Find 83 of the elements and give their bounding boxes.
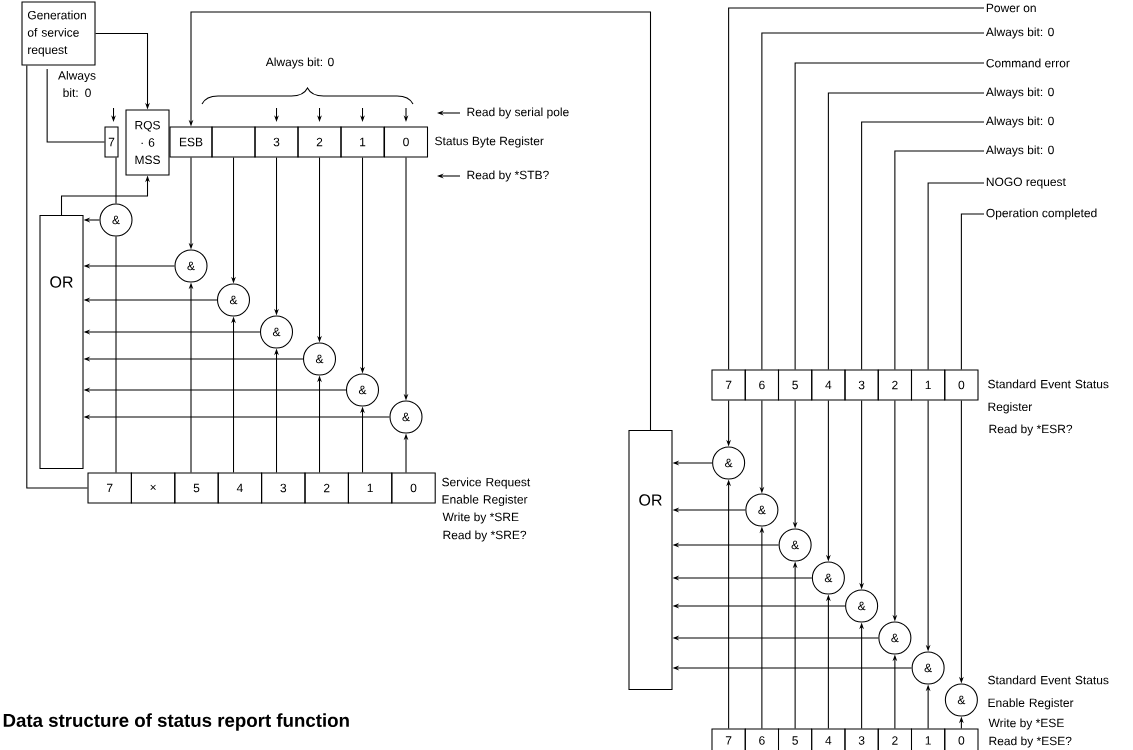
leader-line [46, 68, 105, 143]
register-cell: 1 [910, 728, 946, 750]
or-gate-box: OR [39, 215, 84, 470]
leader-line [761, 32, 985, 370]
and-gate: & [259, 315, 294, 349]
connector-line [115, 157, 117, 204]
register-label: Read by *SRE? [443, 530, 527, 542]
register-cell: 4 [811, 369, 846, 401]
connector-line [115, 236, 117, 473]
and-gate: & [99, 203, 133, 237]
event-label: NOGO request [986, 177, 1066, 189]
figure-caption: Data structure of status report function [3, 713, 349, 731]
register-cell: 6 [744, 369, 780, 401]
event-label: Always bit: 0 [985, 145, 1054, 157]
and-gate: & [216, 283, 251, 317]
register-cell: 1 [347, 472, 393, 504]
register-cell: 0 [391, 472, 436, 504]
connector-line [26, 65, 88, 489]
event-label: Always bit: 0 [985, 27, 1054, 39]
or-gate-box: OR [628, 430, 673, 691]
register-cell: 0 [383, 126, 429, 158]
register-cell: 2 [297, 126, 342, 158]
register-cell: 2 [877, 728, 913, 750]
register-cell: 3 [254, 126, 299, 158]
register-cell: 2 [877, 369, 913, 401]
register-cell: 4 [811, 728, 846, 750]
event-label: Operation completed [986, 208, 1097, 220]
register-cell: 1 [340, 126, 385, 158]
and-gate: & [778, 528, 812, 562]
leader-line [861, 121, 985, 370]
register-label: Read by *ESR? [989, 424, 1073, 436]
register-cell: 3 [844, 728, 879, 750]
register-cell: 5 [777, 369, 813, 401]
and-gate: & [944, 683, 978, 717]
register-cell: 0 [944, 728, 979, 750]
register-label: Standard Event Status Enable Register [988, 675, 1109, 710]
leader-line [894, 150, 985, 370]
and-gate: & [878, 621, 912, 655]
register-cell: 3 [844, 369, 879, 401]
event-label: Always bit: 0 [985, 116, 1054, 128]
register-cell: 7 [711, 369, 746, 401]
brace-label: Always bit: 0 [265, 57, 334, 69]
process-box: Generation of service request [21, 1, 96, 66]
and-gate: & [345, 373, 380, 407]
register-cell: 7 [711, 728, 746, 750]
register-label: Write by *SRE [442, 512, 519, 524]
and-gate: & [911, 651, 945, 685]
register-cell: 5 [174, 472, 219, 504]
register-cell: 1 [910, 369, 946, 401]
register-label: Service Request Enable Register [442, 477, 531, 507]
note-label: Always bit: 0 [58, 70, 96, 98]
register-label: Read by *ESE? [989, 736, 1072, 748]
leader-line [960, 213, 985, 370]
leader-line [794, 62, 985, 370]
event-label: Power on [986, 3, 1036, 13]
and-gate: & [845, 589, 879, 623]
event-label: Always bit: 0 [985, 87, 1054, 99]
register-cell: 7 [104, 126, 119, 158]
event-label: Command error [986, 58, 1070, 68]
register-cell: 6 [744, 728, 780, 750]
register-label: Read by *STB? [467, 170, 549, 182]
register-label: Standard Event Status Register [988, 379, 1109, 414]
and-gate: & [174, 249, 208, 283]
register-label: Write by *ESE [988, 718, 1064, 730]
and-gate: & [712, 446, 746, 480]
leader-line [728, 7, 985, 370]
register-cell: 3 [261, 472, 306, 504]
and-gate: & [389, 400, 423, 434]
leader-line [827, 92, 985, 370]
register-cell [211, 126, 256, 158]
register-cell: ESB [169, 126, 213, 158]
register-label: Read by serial pole [467, 107, 569, 119]
register-cell: RQS · 6 MSS [125, 109, 170, 176]
register-cell: 5 [777, 728, 813, 750]
register-cell: 2 [304, 472, 349, 504]
register-cell: 7 [87, 472, 132, 504]
and-gate: & [302, 342, 337, 376]
leader-line [927, 182, 985, 370]
and-gate: & [811, 561, 845, 595]
and-gate: & [745, 493, 779, 527]
register-cell: × [130, 472, 176, 504]
register-cell: 4 [217, 472, 263, 504]
register-cell: 0 [944, 369, 979, 401]
